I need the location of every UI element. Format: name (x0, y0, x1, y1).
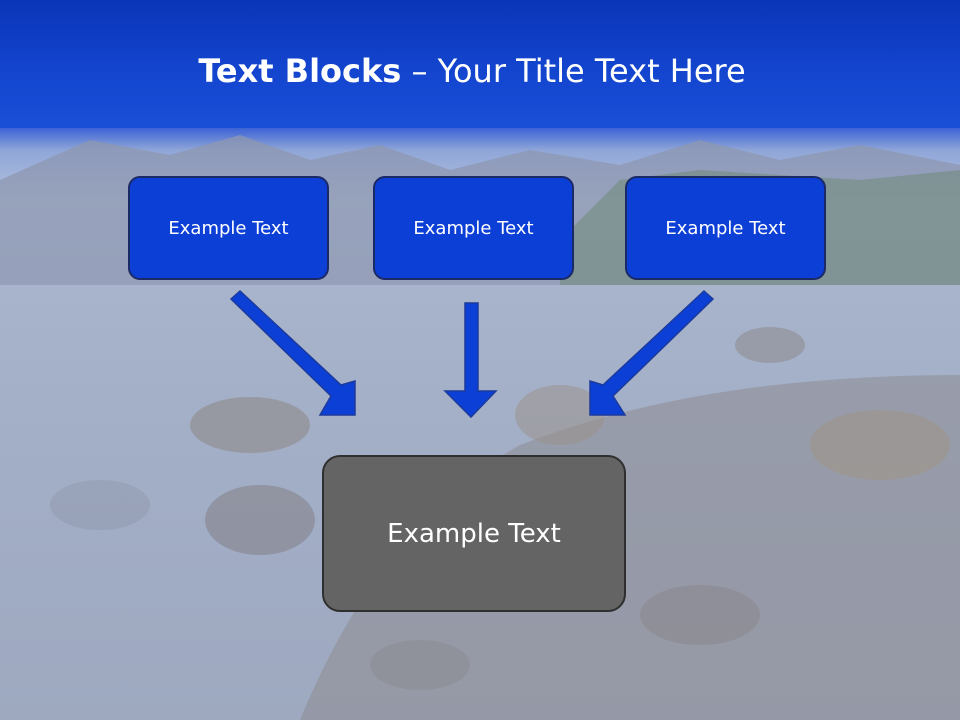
title-band (0, 0, 960, 128)
target-block-label: Example Text (387, 518, 561, 549)
slide-title: Text Blocks – Your Title Text Here (0, 52, 944, 90)
title-bold-text: Text Blocks (198, 52, 402, 90)
text-block-2-label: Example Text (413, 217, 534, 239)
text-block-3: Example Text (625, 176, 826, 280)
text-block-2: Example Text (373, 176, 574, 280)
target-block: Example Text (322, 455, 626, 612)
text-block-1-label: Example Text (168, 217, 289, 239)
title-rest-text: – Your Title Text Here (401, 52, 746, 90)
text-block-3-label: Example Text (665, 217, 786, 239)
background-rocks (50, 327, 960, 720)
text-block-1: Example Text (128, 176, 329, 280)
